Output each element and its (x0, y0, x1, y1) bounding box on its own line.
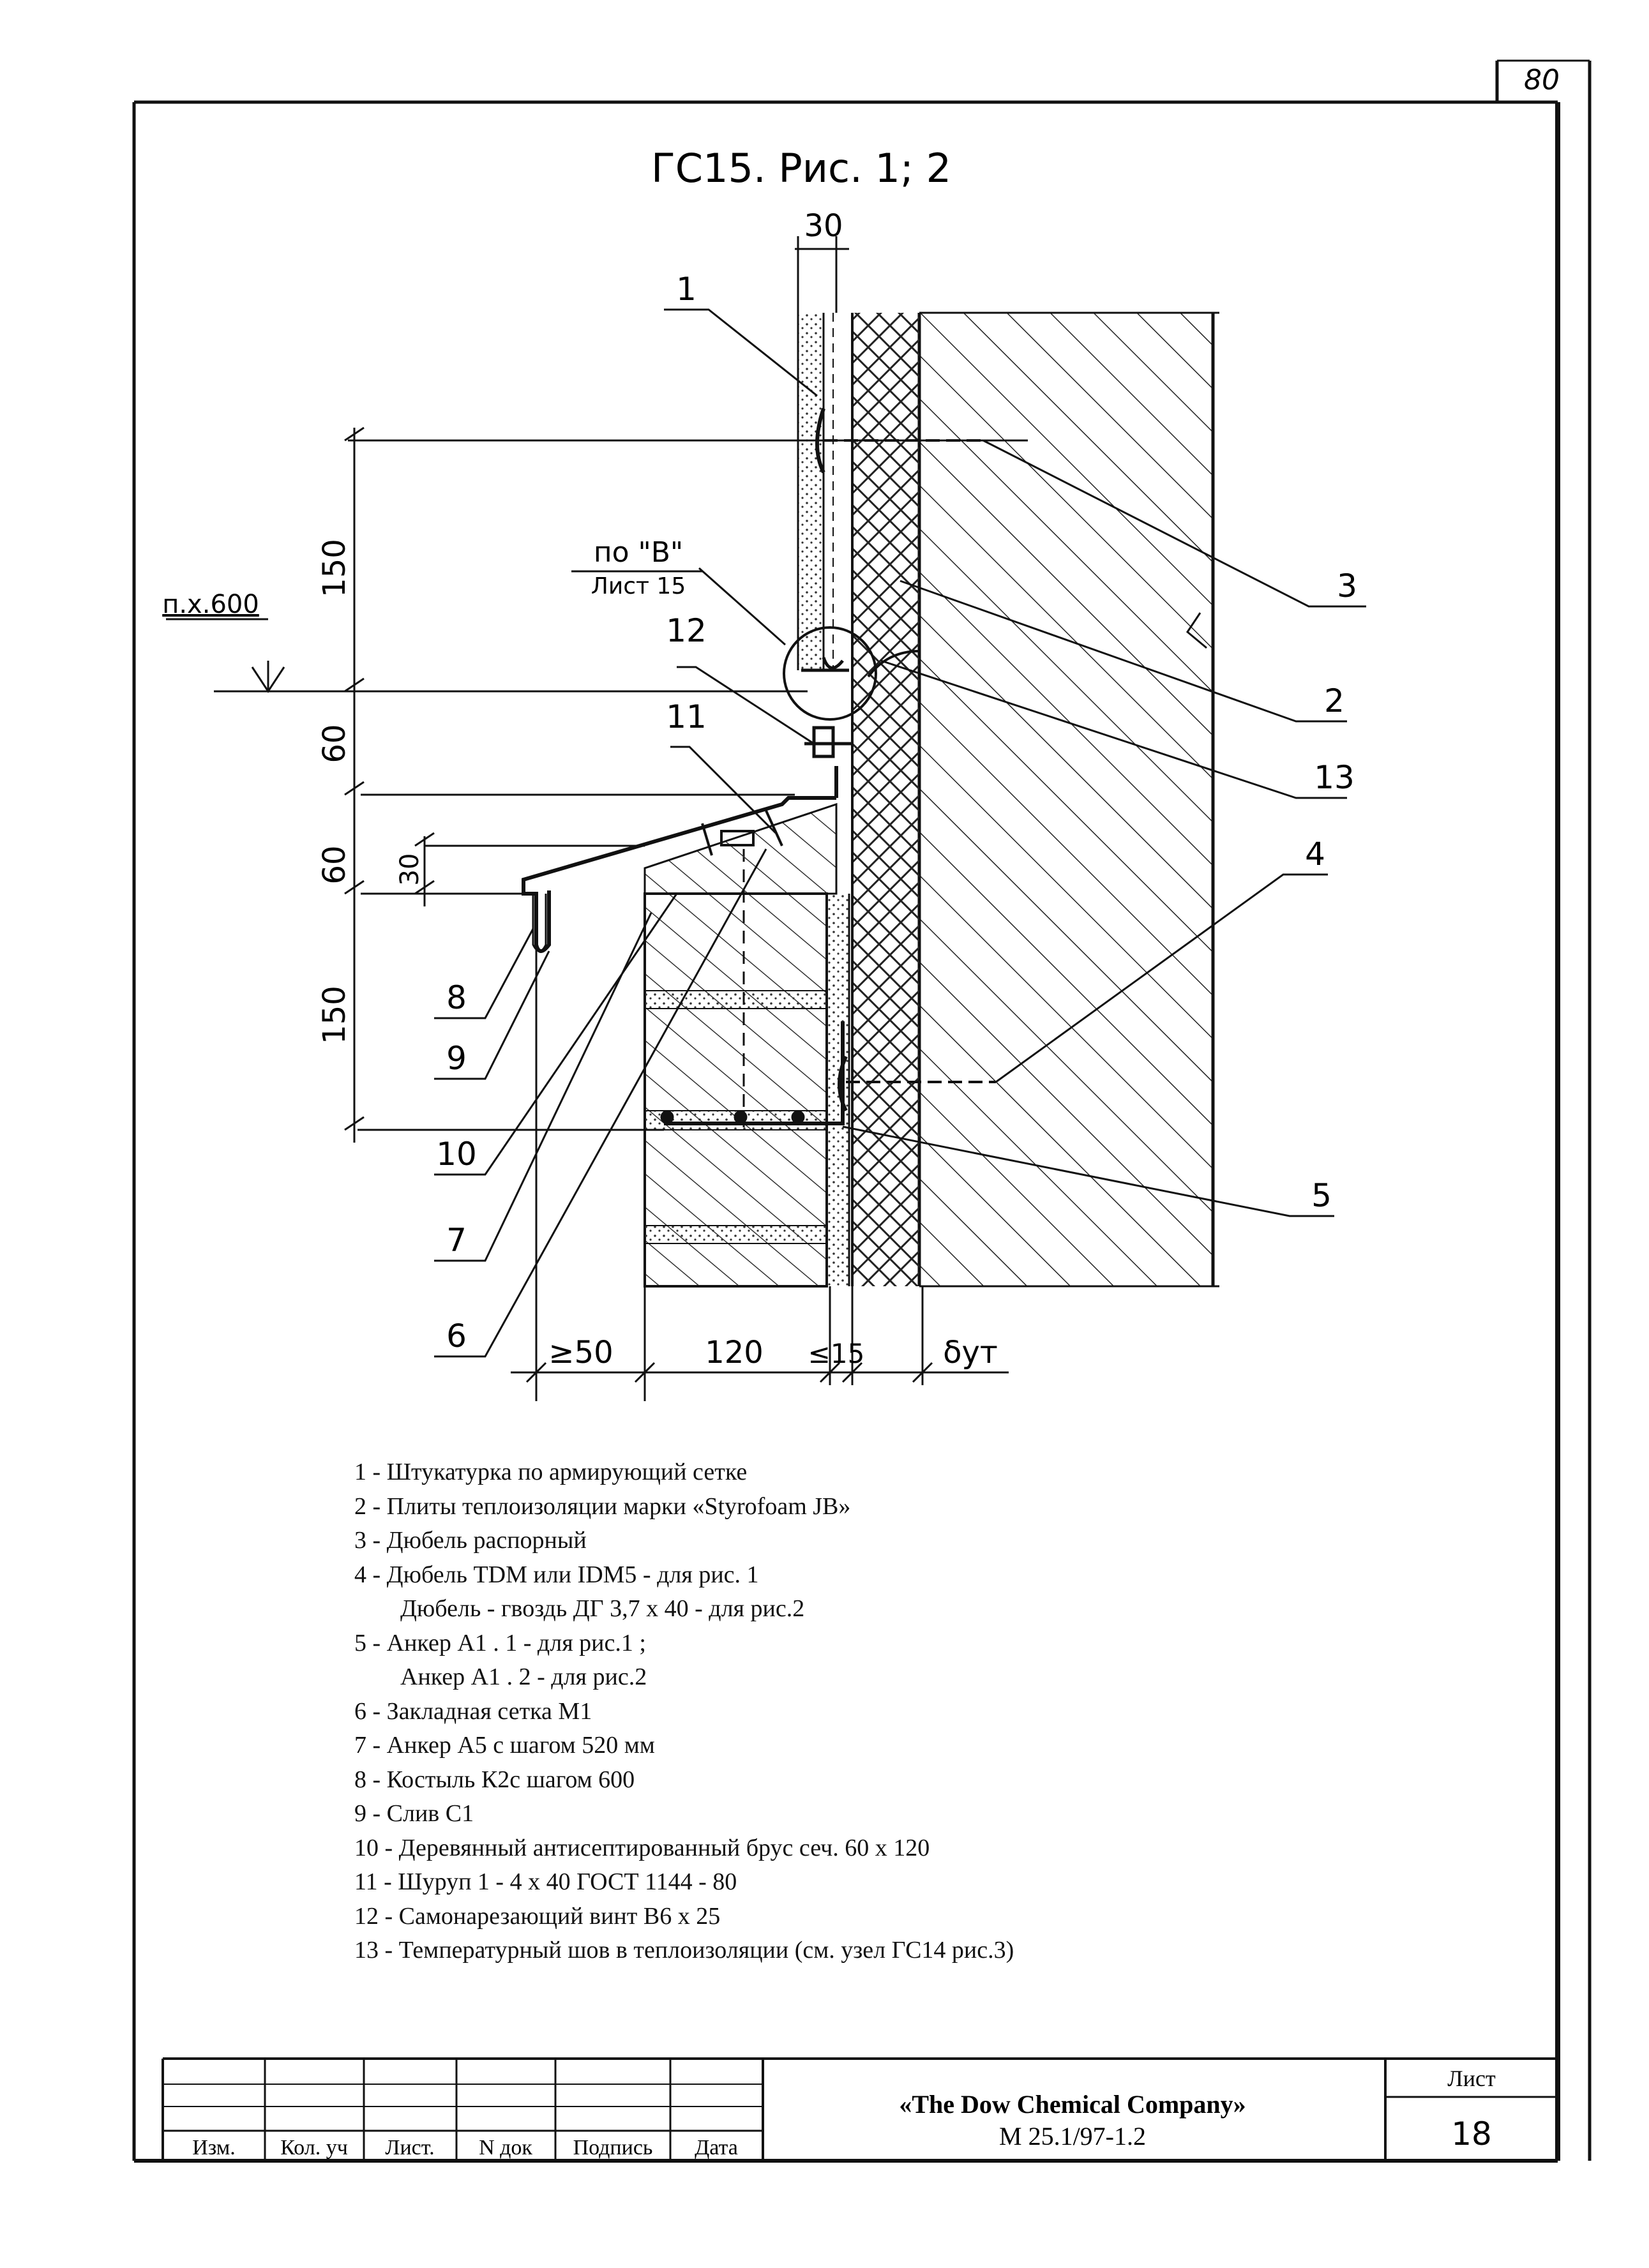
sheet-number-corner: 80 (1524, 64, 1560, 96)
legend-item-4: 4 - Дюбель TDM или IDM5 - для рис. 1 (354, 1561, 759, 1588)
dim-insulation: δут (943, 1335, 998, 1371)
sill-wedge (644, 802, 838, 895)
dimension-lines (166, 236, 1028, 1401)
dimension-texts: 30 150 60 60 30 150 ≥50 120 ≤15 δут (317, 208, 998, 1371)
callout-2: 2 (1324, 682, 1344, 719)
callout-11: 11 (666, 698, 707, 735)
detail-circle-b (783, 626, 877, 721)
legend-item-12: 12 - Самонарезающий винт В6 х 25 (354, 1902, 721, 1930)
callout-3: 3 (1337, 567, 1357, 605)
title-block-headers: Изм. Кол. уч Лист. N док Подпись Дата (192, 2136, 738, 2159)
legend-item-3: 3 - Дюбель распорный (354, 1527, 587, 1554)
dim-150-upper: 150 (317, 539, 352, 597)
legend: 1 - Штукатурка по армирующий сетке 2 - П… (354, 1455, 1440, 1968)
callout-12: 12 (666, 612, 707, 649)
legend-item-13: 13 - Температурный шов в теплоизоляции (… (354, 1937, 1014, 1964)
tb-list: Лист. (385, 2136, 434, 2159)
callout-13: 13 (1314, 759, 1355, 796)
level-mark: п.х.600 (162, 590, 259, 619)
title-block (162, 2057, 1558, 2161)
screw-11 (701, 810, 783, 856)
tb-sheet-value: 18 (1451, 2115, 1492, 2152)
ref-note-line1: по "В" (594, 536, 683, 569)
insulation-layer (851, 313, 919, 1286)
callout-8: 8 (446, 979, 467, 1016)
dim-60-upper: 60 (317, 724, 352, 763)
callout-4: 4 (1305, 836, 1325, 873)
callout-10: 10 (436, 1136, 477, 1173)
masonry-wall (917, 312, 1219, 1288)
legend-item-10: 10 - Деревянный антисептированный брус с… (354, 1834, 930, 1861)
callout-5: 5 (1311, 1177, 1332, 1214)
anchor-5 (660, 1021, 845, 1125)
dim-30: 30 (395, 853, 425, 886)
drawing-title: ГС15. Рис. 1; 2 (651, 145, 951, 192)
tb-podpis: Подпись (573, 2136, 653, 2159)
legend-item-11: 11 - Шуруп 1 - 4 х 40 ГОСТ 1144 - 80 (354, 1868, 737, 1895)
wooden-beam (644, 849, 828, 1288)
legend-item-6: 6 - Закладная сетка М1 (354, 1697, 592, 1725)
legend-item-1: 1 - Штукатурка по армирующий сетке (354, 1459, 748, 1485)
tb-doc-code: М 25.1/97-1.2 (999, 2122, 1146, 2151)
legend-item-2: 2 - Плиты теплоизоляции марки «Styrofoam… (354, 1492, 851, 1520)
callout-numbers: 1 2 3 4 5 6 7 8 9 10 11 12 13 (436, 271, 1357, 1355)
callout-9: 9 (446, 1040, 467, 1077)
dim-15: ≤15 (808, 1338, 865, 1369)
tb-kol-uch: Кол. уч (280, 2136, 348, 2159)
callout-6: 6 (446, 1318, 467, 1355)
legend-item-5: 5 - Анкер А1 . 1 - для рис.1 ; (354, 1629, 646, 1656)
tb-data: Дата (695, 2136, 738, 2159)
dim-30-top: 30 (804, 208, 843, 244)
dim-50: ≥50 (548, 1335, 613, 1371)
dim-60-lower: 60 (317, 845, 352, 884)
dim-150-lower: 150 (317, 986, 352, 1044)
legend-item-4b: Дюбель - гвоздь ДГ 3,7 х 40 - для рис.2 (400, 1595, 805, 1622)
joint-13 (867, 650, 920, 678)
callout-7: 7 (446, 1222, 467, 1259)
tb-company: «The Dow Chemical Company» (899, 2090, 1246, 2119)
legend-item-7: 7 - Анкер А5 с шагом 520 мм (354, 1732, 655, 1759)
plaster-upper (797, 313, 834, 670)
ref-note-line2: Лист 15 (591, 573, 686, 599)
tb-izm: Изм. (192, 2136, 236, 2159)
legend-item-5b: Анкер А1 . 2 - для рис.2 (400, 1663, 647, 1690)
sheet-frame (132, 59, 1592, 2163)
legend-item-8: 8 - Костыль К2с шагом 600 (354, 1766, 635, 1793)
sill-flashing (522, 766, 838, 953)
reference-note: по "В" Лист 15 (571, 536, 786, 646)
leader-lines (434, 308, 1366, 1358)
callout-1: 1 (676, 271, 696, 308)
dim-120: 120 (705, 1335, 764, 1371)
legend-item-9: 9 - Слив С1 (354, 1800, 474, 1827)
tb-sheet-label: Лист (1447, 2066, 1496, 2091)
tb-n-dok: N док (479, 2136, 532, 2159)
